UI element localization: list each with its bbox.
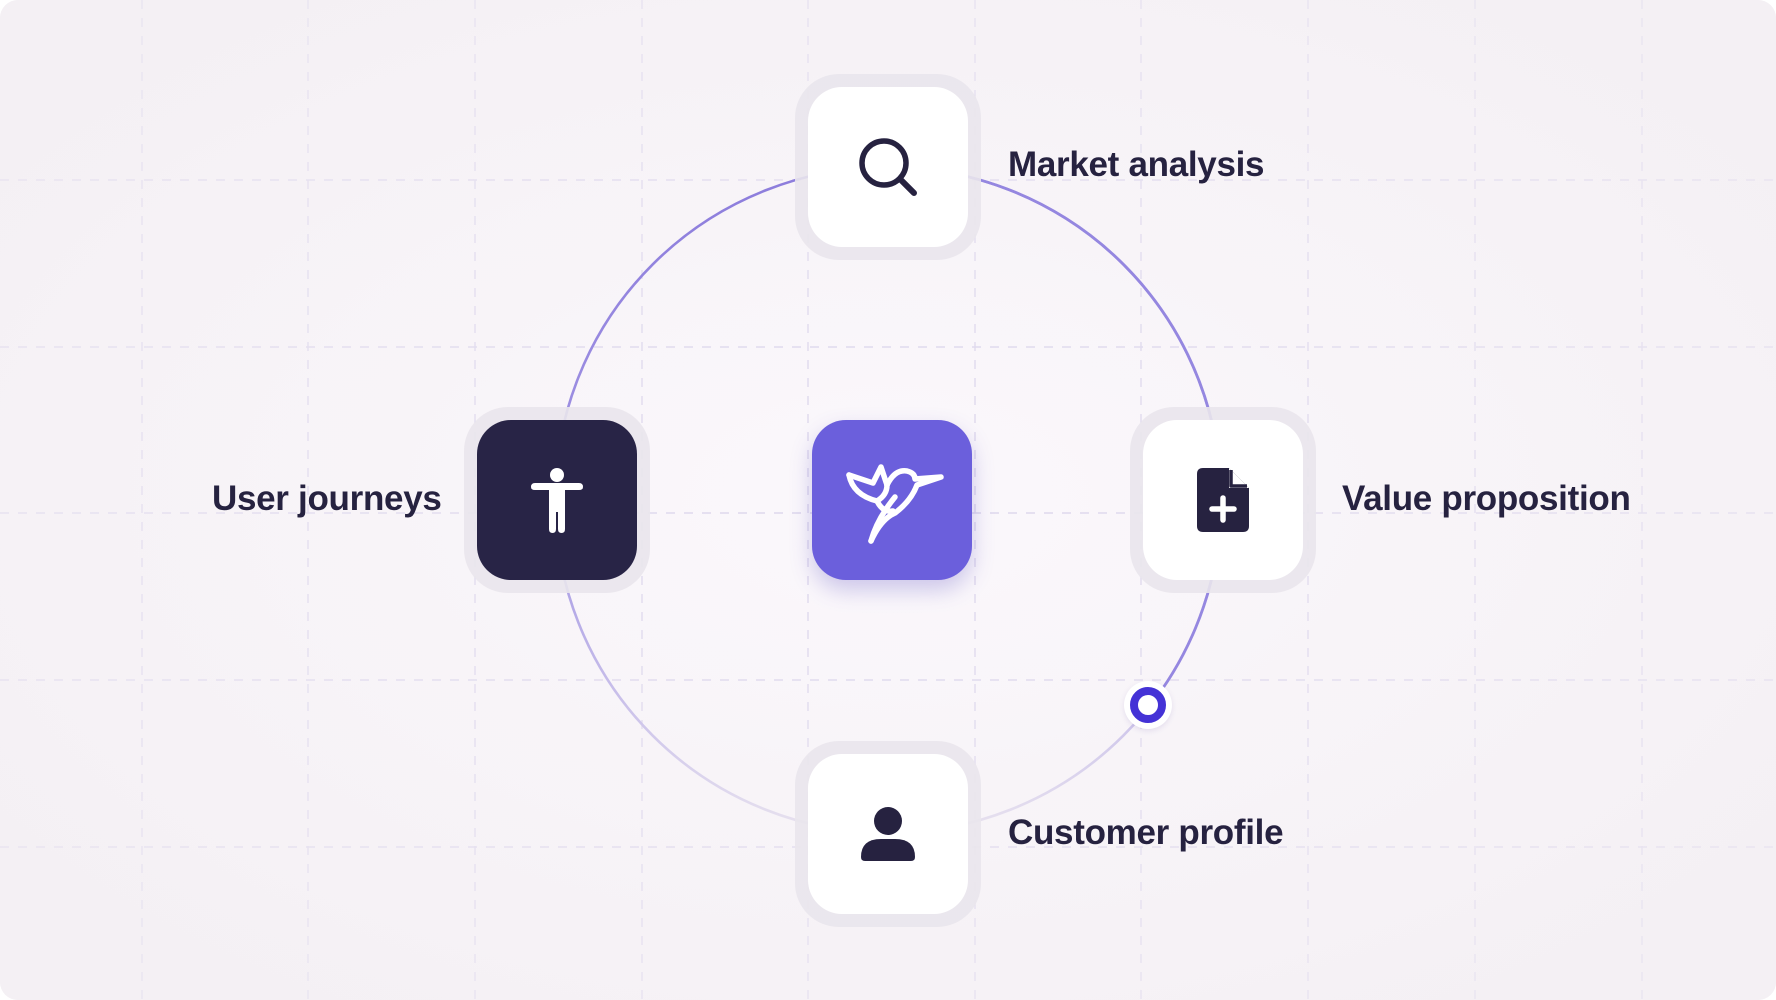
value-proposition-tile[interactable] [1143, 420, 1303, 580]
market-analysis-tile[interactable] [808, 87, 968, 247]
market-analysis-label: Market analysis [1008, 145, 1265, 184]
user-journeys-node[interactable] [464, 407, 650, 593]
user-journeys-tile[interactable] [477, 420, 637, 580]
ring-marker-inner [1130, 687, 1166, 723]
hub-logo-tile[interactable] [812, 420, 972, 580]
market-analysis-node[interactable] [795, 74, 981, 260]
search-icon [859, 138, 917, 196]
user-journeys-label: User journeys [212, 479, 442, 518]
user-icon [861, 807, 915, 861]
accessibility-person-icon [531, 468, 583, 533]
customer-profile-label: Customer profile [1008, 813, 1284, 852]
value-proposition-node[interactable] [1130, 407, 1316, 593]
hummingbird-logo-icon [846, 464, 944, 544]
customer-profile-node[interactable] [795, 741, 981, 927]
ring-marker-icon[interactable] [1124, 681, 1172, 729]
customer-profile-tile[interactable] [808, 754, 968, 914]
document-plus-icon [1197, 468, 1249, 532]
progress-arc [887, 165, 1223, 708]
value-proposition-label: Value proposition [1342, 479, 1631, 518]
